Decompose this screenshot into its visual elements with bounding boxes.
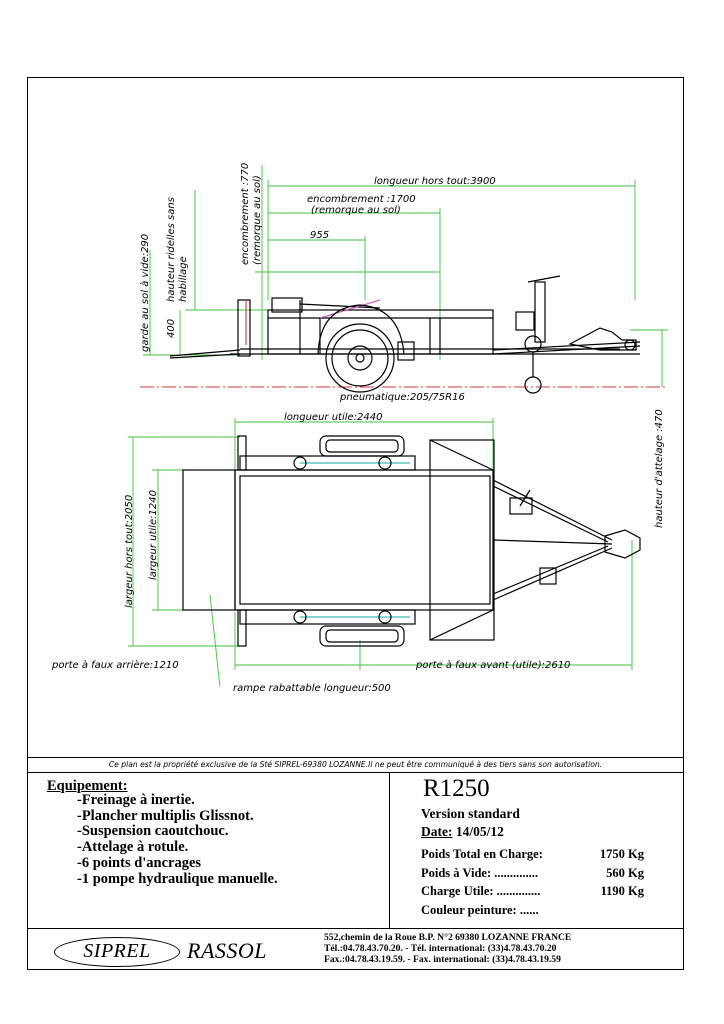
spec-label: Charge Utile: .............. [421, 884, 541, 898]
equipment-item: -Attelage à rotule. [77, 839, 189, 856]
dim-pneumatique: pneumatique:205/75R16 [339, 392, 465, 403]
model-name: R1250 [423, 775, 490, 802]
title-footer: SIPREL RASSOL 552,chemin de la Roue B.P.… [27, 928, 684, 970]
dim-hauteur-ridelles-2: habillage [178, 256, 189, 302]
dim-largeur-utile: largeur utile:1240 [148, 490, 159, 580]
address-line: Tél.:04.78.43.70.20. - Tél. internationa… [324, 942, 557, 954]
dim-longueur-utile: longueur utile:2440 [284, 412, 383, 423]
spec-label: Poids Total en Charge: [421, 847, 543, 861]
equipment-item: -Plancher multiplis Glissnot. [77, 807, 254, 824]
technical-drawing: longueur hors tout:3900 encombrement :17… [51, 163, 668, 694]
dim-largeur-hors-tout: largeur hors tout:2050 [124, 495, 135, 608]
equipment-item: -1 pompe hydraulique manuelle. [77, 870, 278, 887]
equipment-item: -Freinage à inertie. [77, 792, 195, 808]
drawing-frame [27, 77, 684, 970]
dim-porte-faux-avant: porte à faux avant (utile):2610 [415, 659, 570, 671]
equipment-title: Equipement: [47, 778, 128, 794]
side-view [140, 165, 668, 394]
version: Version standard [421, 806, 520, 821]
rassol-logo: RASSOL [187, 938, 267, 963]
dim-encombrement-vertical-1: encombrement :770 [240, 163, 251, 265]
company-address: 552,chemin de la Roue B.P. N°2 69380 LOZ… [324, 932, 572, 965]
equipment-item: -Suspension caoutchouc. [77, 823, 229, 840]
dim-porte-faux-arriere: porte à faux arrière:1210 [51, 659, 179, 671]
dim-garde-au-sol: garde au sol à vide:290 [139, 234, 151, 352]
spec-label: Poids à Vide: .............. [421, 866, 539, 880]
dim-hauteur-ridelles-1: hauteur ridelles sans [166, 197, 177, 302]
dim-rampe: rampe rabattable longueur:500 [233, 683, 391, 694]
date-line: Date: 14/05/12 [421, 824, 504, 840]
equipment-item: -6 points d'ancrages [77, 854, 202, 871]
dim-encombrement-vertical-2: (remorque au sol) [252, 175, 263, 265]
spec-value: 560 Kg [606, 866, 644, 880]
dim-encombrement-2: (remorque au sol) [311, 205, 401, 216]
dim-longueur-hors-tout: longueur hors tout:3900 [374, 176, 496, 187]
spec-value: 1190 Kg [600, 884, 644, 898]
date-label: Date: [421, 824, 453, 839]
address-line: 552,chemin de la Roue B.P. N°2 69380 LOZ… [324, 932, 572, 943]
dim-hauteur-attelage: hauteur d'attelage :470 [654, 409, 665, 528]
dim-400: 400 [166, 319, 177, 338]
spec-label: Couleur peinture: ...... [421, 903, 539, 917]
dim-encombrement-1: encombrement :1700 [307, 194, 416, 205]
equipment-block: Equipement: -Freinage à inertie. -Planch… [27, 773, 390, 928]
dim-955: 955 [310, 230, 329, 241]
ownership-notice: Ce plan est la propriété exclusive de la… [27, 757, 684, 773]
address-line: Fax.:04.78.43.19.59. - Fax. internationa… [324, 953, 561, 965]
spec-block: R1250 Version standard Date: 14/05/12 Po… [390, 773, 684, 928]
siprel-logo: SIPREL [54, 937, 180, 967]
top-view [128, 418, 641, 688]
spec-value: 1750 Kg [599, 847, 644, 861]
equipment-list: -Freinage à inertie. -Plancher multiplis… [77, 792, 278, 887]
date-value: 14/05/12 [452, 824, 504, 839]
